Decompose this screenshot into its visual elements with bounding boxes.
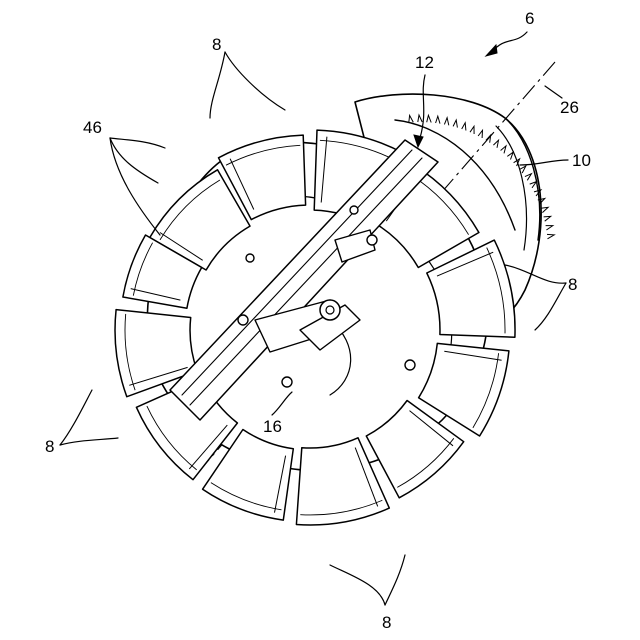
label-segment-right: 8 (568, 275, 577, 294)
gear-tooth (547, 234, 554, 238)
gear-tooth (544, 216, 551, 221)
label-drum: 10 (572, 151, 591, 170)
gear-tooth (546, 226, 553, 230)
label-segment-left: 8 (45, 437, 54, 456)
label-segment-bottom: 8 (382, 613, 391, 632)
label-gear: 12 (415, 53, 434, 72)
label-axis: 26 (560, 98, 579, 117)
label-hub: 16 (263, 417, 282, 436)
label-segment-top: 8 (212, 35, 221, 54)
label-assembly: 6 (525, 9, 534, 28)
gear-tooth (541, 207, 548, 212)
label-blade-set: 46 (83, 118, 102, 137)
